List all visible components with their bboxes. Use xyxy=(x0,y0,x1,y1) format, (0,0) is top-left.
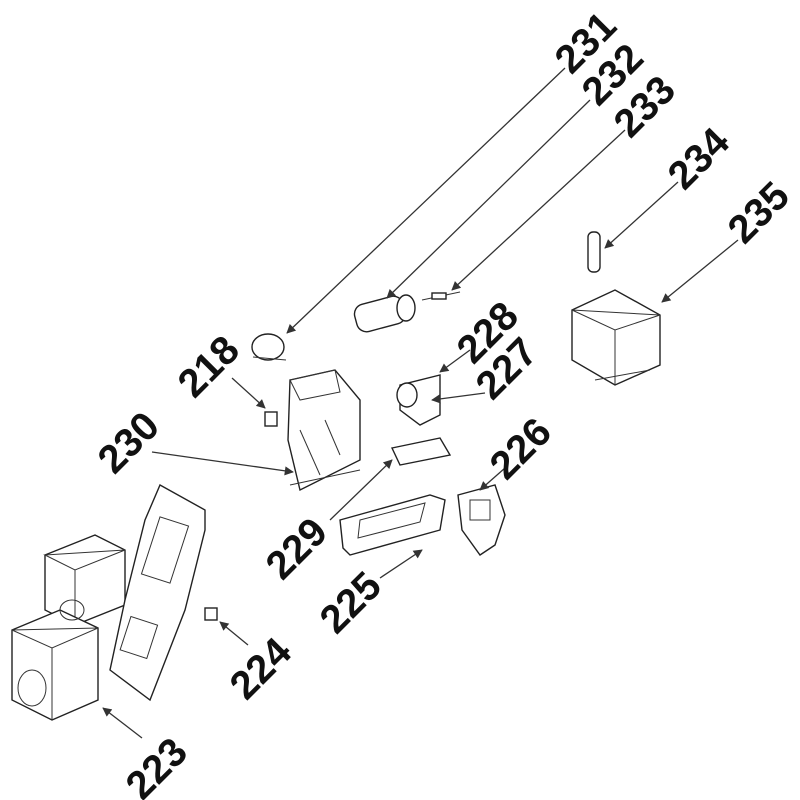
part-234-tube xyxy=(587,231,601,273)
leader-231 xyxy=(286,67,566,334)
leader-229 xyxy=(329,459,393,521)
leader-225 xyxy=(379,549,423,579)
part-223-transformers xyxy=(11,534,126,721)
callout-235: 235 xyxy=(720,174,798,252)
callout-218: 218 xyxy=(170,328,248,406)
part-225-tray xyxy=(339,494,446,556)
leader-224 xyxy=(219,621,249,646)
leader-233 xyxy=(451,129,626,291)
part-chassis-plate xyxy=(109,484,206,702)
leader-223 xyxy=(102,707,143,739)
part-227-228-board xyxy=(396,374,441,426)
callout-230: 230 xyxy=(90,404,168,482)
leader-218 xyxy=(231,377,266,409)
part-232-capacitor xyxy=(353,294,416,333)
leader-lines xyxy=(102,67,739,739)
part-229-plate xyxy=(390,437,452,466)
leader-227 xyxy=(431,392,486,404)
part-226-relay xyxy=(457,484,506,556)
part-218-switch xyxy=(264,411,278,427)
callout-225: 225 xyxy=(312,564,390,642)
callout-223: 223 xyxy=(118,730,196,800)
part-231-motor xyxy=(251,333,287,361)
callout-224: 224 xyxy=(222,629,301,708)
part-230-bracket xyxy=(287,369,361,492)
part-233-diode xyxy=(421,291,461,301)
callout-226: 226 xyxy=(482,410,560,488)
leader-232 xyxy=(386,99,591,299)
leader-230 xyxy=(151,451,294,476)
leader-235 xyxy=(661,239,739,303)
leader-226 xyxy=(479,467,506,491)
part-235-transformer xyxy=(571,289,661,386)
leader-228 xyxy=(439,349,471,373)
callout-labels: 231 232 233 234 235 218 228 227 230 226 … xyxy=(90,4,798,800)
callout-234: 234 xyxy=(660,119,739,198)
callout-229: 229 xyxy=(258,510,336,588)
part-224-clip xyxy=(204,607,218,621)
leader-234 xyxy=(604,181,679,249)
